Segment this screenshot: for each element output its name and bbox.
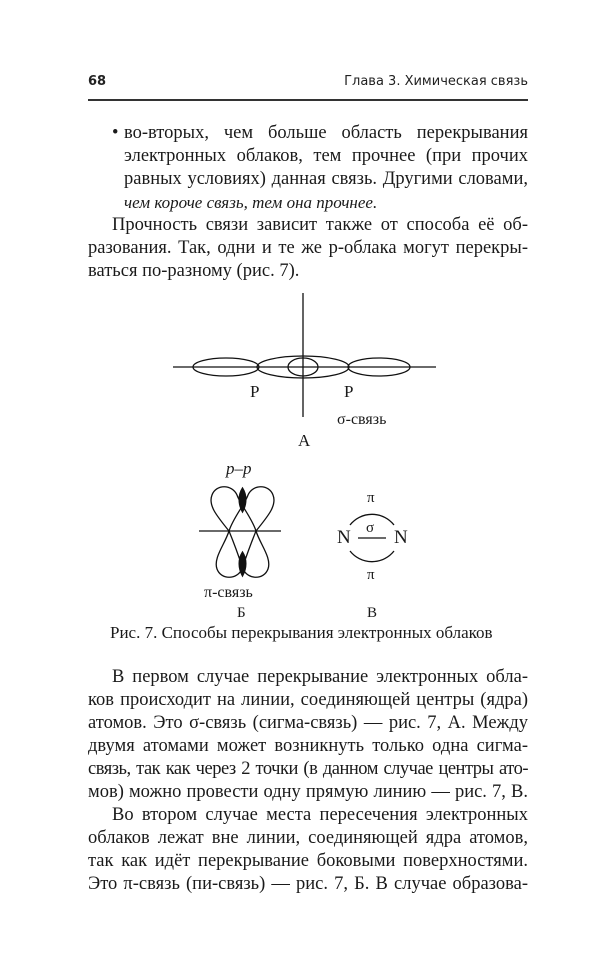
header-rule <box>88 99 528 101</box>
bullet-line: во-вторых, чем больше область перекрыван… <box>124 123 528 143</box>
bullet-line: электронных облаков, тем прочнее (при пр… <box>124 146 528 166</box>
paragraph-line: Во втором случае места пересечения элект… <box>112 805 528 825</box>
label-pi-bond: π-связь <box>204 584 253 601</box>
label-c: В <box>367 605 378 621</box>
bullet-italic-line: чем короче связь, тем она прочнее. <box>124 193 378 212</box>
label-a: А <box>298 431 311 450</box>
figure-caption: Рис. 7. Способы перекрывания электронных… <box>110 623 493 642</box>
label-p-right: P <box>344 382 354 401</box>
label-sigma: σ <box>366 520 375 536</box>
label-p-left: P <box>250 382 260 401</box>
paragraph-line: разования. Так, одни и те же р-облака мо… <box>88 238 528 258</box>
label-b: Б <box>237 605 246 621</box>
overlap-region <box>287 357 319 377</box>
bullet-line: равных условиях) данная связь. Другими с… <box>124 169 528 189</box>
overlap-lobe <box>256 355 350 379</box>
label-pi-bottom: π <box>367 567 375 583</box>
page-number: 68 <box>88 74 107 89</box>
paragraph-line: двумя атомами может возникнуть только од… <box>88 736 528 756</box>
paragraph-line: облаков лежат вне линии, соединяющей ядр… <box>88 828 528 848</box>
label-n-right: N <box>394 527 408 548</box>
p-orbital-lobe <box>347 357 411 377</box>
overlap-region <box>238 486 247 514</box>
p-orbital-lobe <box>192 357 260 377</box>
paragraph-line: так как идёт перекрывание боковыми повер… <box>88 851 528 871</box>
bullet-marker: • <box>112 123 119 143</box>
paragraph-line: ваться по-разному (рис. 7). <box>88 261 300 281</box>
paragraph-line: Прочность связи зависит также от способа… <box>112 215 528 235</box>
paragraph-line: атомов. Это σ-связь (сигма-связь) — рис.… <box>88 713 528 733</box>
paragraph-line: связь, так как через 2 точки (в данном с… <box>88 759 529 779</box>
label-pi-top: π <box>367 490 375 506</box>
paragraph-line: Это π-связь (пи-связь) — рис. 7, Б. В сл… <box>88 874 528 894</box>
label-sigma-bond: σ-связь <box>337 411 387 428</box>
paragraph-line: ков происходит на линии, соединяющей цен… <box>88 690 528 710</box>
label-n-left: N <box>337 527 351 548</box>
pi-bond-arc <box>349 550 395 563</box>
paragraph-line: мов) можно провести одну прямую линию — … <box>88 782 528 802</box>
running-header: Глава 3. Химическая связь <box>344 74 528 89</box>
paragraph-line: В первом случае перекрывание электронных… <box>112 667 528 687</box>
overlap-region <box>238 550 247 578</box>
label-p-p: p–p <box>226 459 252 478</box>
pi-bond-arc <box>349 513 395 526</box>
